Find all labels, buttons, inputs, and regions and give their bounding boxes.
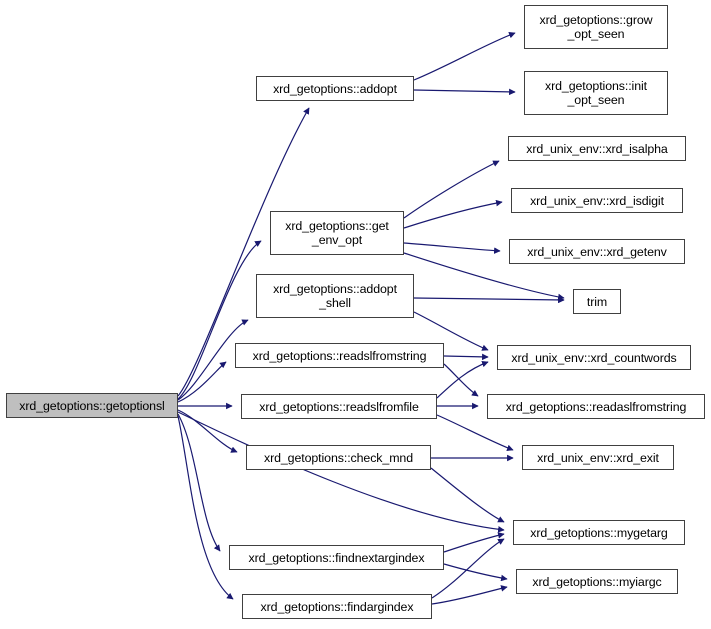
graph-node-label: xrd_unix_env::xrd_exit	[537, 450, 659, 465]
graph-edge	[443, 363, 479, 397]
graph-edge	[436, 414, 514, 451]
graph-edge	[443, 353, 489, 361]
graph-edge	[177, 411, 505, 533]
graph-edge	[443, 563, 508, 582]
graph-node-myiargc[interactable]: xrd_getoptions::myiargc	[516, 569, 678, 594]
graph-node-grow_opt_seen[interactable]: xrd_getoptions::grow _opt_seen	[524, 5, 668, 49]
graph-node-label: xrd_getoptions::readslfromstring	[252, 348, 427, 363]
graph-edge	[443, 532, 505, 553]
graph-node-label: xrd_getoptions::readaslfromstring	[505, 399, 687, 414]
graph-node-label: xrd_getoptions::check_mnd	[263, 450, 414, 465]
graph-node-label: xrd_getoptions::findnextargindex	[248, 550, 425, 565]
graph-node-xrd_exit[interactable]: xrd_unix_env::xrd_exit	[522, 445, 674, 470]
graph-edge	[177, 240, 262, 400]
graph-node-get_env_opt[interactable]: xrd_getoptions::get _env_opt	[270, 211, 404, 255]
graph-edge	[431, 585, 508, 605]
graph-node-xrd_getenv[interactable]: xrd_unix_env::xrd_getenv	[509, 239, 685, 264]
graph-node-findargindex[interactable]: xrd_getoptions::findargindex	[242, 594, 432, 619]
graph-node-label: xrd_getoptions::init _opt_seen	[544, 79, 647, 107]
graph-node-label: xrd_getoptions::getoptionsl	[19, 398, 165, 413]
graph-node-label: xrd_getoptions::addopt	[273, 81, 397, 96]
graph-edge	[177, 409, 238, 453]
graph-node-addopt[interactable]: xrd_getoptions::addopt	[256, 76, 414, 101]
graph-node-addopt_shell[interactable]: xrd_getoptions::addopt _shell	[256, 274, 414, 318]
graph-edge	[403, 199, 503, 229]
graph-node-findnextargindex[interactable]: xrd_getoptions::findnextargindex	[229, 545, 444, 570]
graph-node-label: xrd_unix_env::xrd_isalpha	[526, 141, 668, 156]
graph-node-label: xrd_getoptions::addopt _shell	[273, 282, 397, 310]
graph-node-xrd_isalpha[interactable]: xrd_unix_env::xrd_isalpha	[508, 136, 686, 161]
graph-node-label: xrd_getoptions::get _env_opt	[285, 219, 389, 247]
graph-node-readaslfromstring[interactable]: xrd_getoptions::readaslfromstring	[487, 394, 705, 419]
graph-node-label: xrd_unix_env::xrd_countwords	[511, 350, 677, 365]
graph-node-mygetarg[interactable]: xrd_getoptions::mygetarg	[513, 520, 685, 545]
graph-node-label: trim	[586, 294, 608, 309]
graph-edge	[413, 88, 516, 96]
graph-edge	[430, 467, 505, 523]
graph-node-label: xrd_unix_env::xrd_getenv	[527, 244, 667, 259]
graph-node-label: xrd_getoptions::myiargc	[532, 574, 662, 589]
graph-edge	[403, 160, 500, 219]
graph-node-init_opt_seen[interactable]: xrd_getoptions::init _opt_seen	[524, 71, 668, 115]
graph-node-label: xrd_getoptions::mygetarg	[530, 525, 668, 540]
graph-edge	[436, 360, 489, 399]
graph-node-label: xrd_getoptions::findargindex	[260, 599, 414, 614]
graph-edge	[413, 32, 516, 81]
graph-node-label: xrd_getoptions::grow _opt_seen	[539, 13, 653, 41]
graph-node-trim[interactable]: trim	[573, 289, 621, 314]
graph-node-xrd_countwords[interactable]: xrd_unix_env::xrd_countwords	[497, 345, 691, 370]
graph-edge	[177, 415, 234, 600]
graph-node-readslfromfile[interactable]: xrd_getoptions::readslfromfile	[241, 394, 437, 419]
graph-node-label: xrd_unix_env::xrd_isdigit	[530, 193, 664, 208]
graph-edge	[177, 361, 227, 403]
graph-node-check_mnd[interactable]: xrd_getoptions::check_mnd	[246, 445, 431, 470]
graph-node-xrd_isdigit[interactable]: xrd_unix_env::xrd_isdigit	[511, 188, 683, 213]
graph-node-getoptionsl[interactable]: xrd_getoptions::getoptionsl	[6, 393, 178, 418]
graph-edge	[413, 296, 565, 304]
graph-edge	[177, 413, 221, 552]
graph-node-readslfromstring[interactable]: xrd_getoptions::readslfromstring	[235, 343, 444, 368]
graph-edge	[403, 242, 501, 254]
edge-group	[177, 32, 565, 605]
graph-node-label: xrd_getoptions::readslfromfile	[259, 399, 419, 414]
